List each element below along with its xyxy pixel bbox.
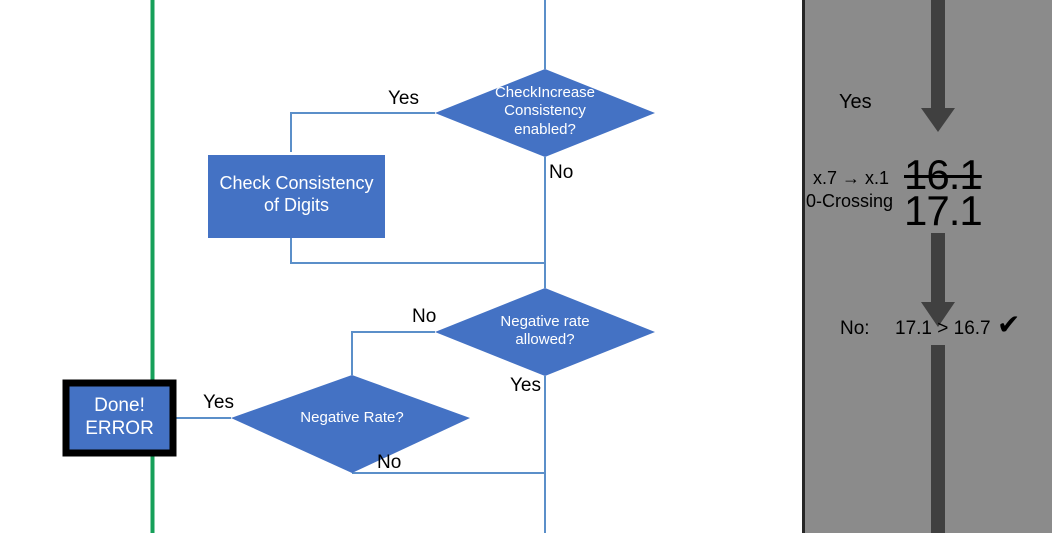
explanation-panel: Yes x.7 → x.1 0-Crossing 16.1 17.1 No: 1… <box>802 0 1052 533</box>
panel-value-result: 17.1 <box>904 187 983 234</box>
panel-arrow-layer <box>921 0 955 533</box>
node-check-consistency-of-digits[interactable] <box>208 155 385 238</box>
node-negative-rate-allowed[interactable] <box>435 288 655 376</box>
node-done-error[interactable] <box>62 379 177 457</box>
edge-label-negative-rate-yes: Yes <box>203 392 234 413</box>
node-check-increase-consistency[interactable] <box>435 69 655 157</box>
panel-comparison-expression: 17.1 > 16.7 <box>895 318 991 339</box>
connector-checkincrease-yes <box>290 112 435 152</box>
panel-value-struck: 16.1 <box>904 151 983 198</box>
down-arrow-icon-top <box>921 0 955 132</box>
check-mark-icon: ✔ <box>997 308 1021 341</box>
panel-rule-line-2: 0-Crossing <box>806 191 894 211</box>
connector-consistency-return <box>290 238 545 264</box>
edge-label-negative-rate-allowed-no: No <box>412 306 437 327</box>
down-arrow-icon-bottom <box>921 233 955 327</box>
edge-label-check-increase-no: No <box>549 162 574 183</box>
panel-branch-label: Yes <box>839 91 872 113</box>
node-negative-rate[interactable] <box>231 375 470 473</box>
panel-rule-line-1: x.7 → x.1 <box>813 168 890 188</box>
connector-negrate-allowed-no <box>351 331 435 375</box>
panel-tail-bar <box>931 345 945 533</box>
edge-label-negative-rate-allowed-yes: Yes <box>510 375 541 396</box>
edge-label-negative-rate-no: No <box>377 452 402 473</box>
edge-label-check-increase-yes: Yes <box>388 88 419 109</box>
panel-comparison-label: No: <box>840 318 870 339</box>
